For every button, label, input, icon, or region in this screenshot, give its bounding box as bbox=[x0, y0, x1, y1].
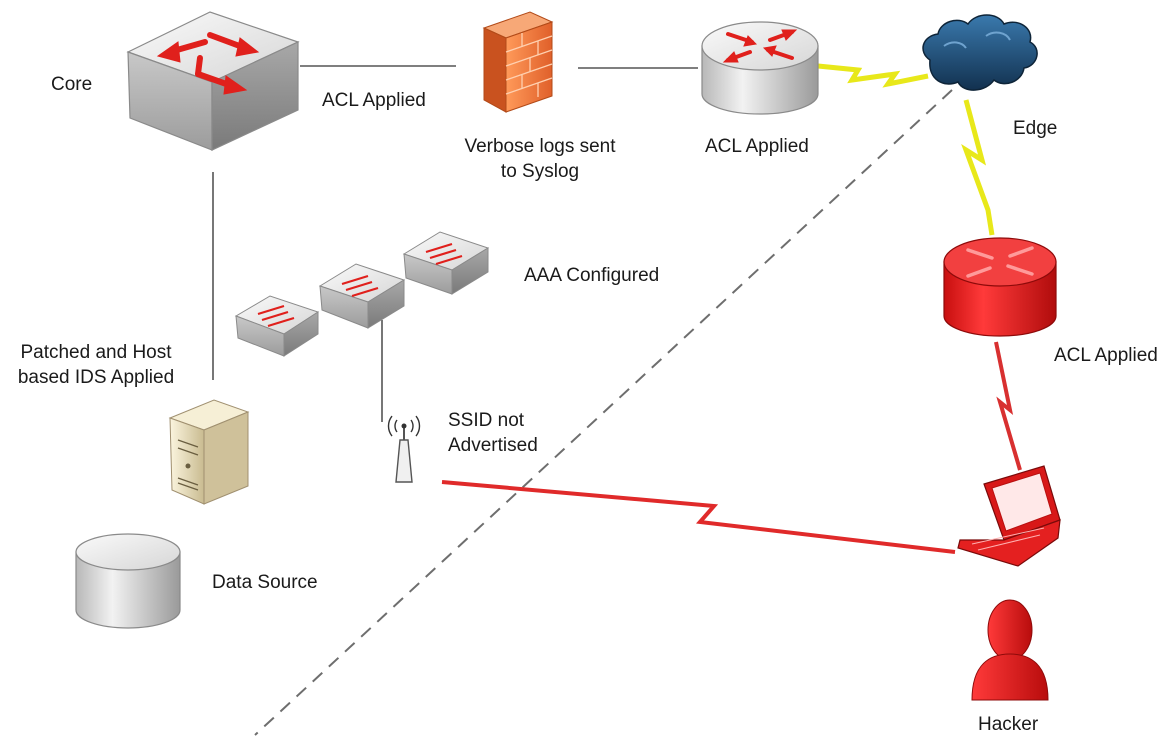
wireless-link-redrouter-laptop bbox=[994, 341, 1022, 471]
core-label: Core bbox=[51, 74, 93, 95]
wireless-link-cloud-redrouter bbox=[961, 99, 995, 236]
wireless-link-ap-laptop bbox=[441, 480, 956, 554]
edge-router-icon bbox=[701, 21, 819, 115]
ssid-label: SSID not Advertised bbox=[448, 408, 538, 458]
acl-core-label: ACL Applied bbox=[322, 90, 426, 111]
core-switch-icon bbox=[126, 11, 300, 151]
patched-ids-line1: Patched and Host bbox=[20, 342, 172, 363]
internet-cloud-icon bbox=[922, 14, 1038, 91]
verbose-logs-label: Verbose logs sent to Syslog bbox=[450, 134, 630, 184]
hacker-router-icon bbox=[943, 237, 1057, 337]
acl-router-label: ACL Applied bbox=[705, 136, 809, 157]
wireless-access-point-icon bbox=[387, 415, 421, 483]
ssid-line1: SSID not bbox=[448, 410, 525, 431]
verbose-logs-line2: to Syslog bbox=[500, 161, 580, 182]
edge-label: Edge bbox=[1013, 118, 1058, 139]
laptop-icon bbox=[957, 465, 1061, 567]
access-switch-icon-3 bbox=[402, 231, 490, 295]
access-switch-icon-1 bbox=[234, 295, 320, 357]
wireless-link-router-cloud bbox=[817, 63, 929, 88]
ssid-line2: Advertised bbox=[448, 435, 538, 456]
hacker-person-icon bbox=[971, 599, 1049, 701]
patched-ids-label: Patched and Host based IDS Applied bbox=[6, 340, 186, 390]
trust-boundary-line bbox=[254, 89, 953, 736]
hacker-label: Hacker bbox=[978, 714, 1039, 735]
firewall-icon bbox=[482, 11, 554, 113]
acl-hacker-router-label: ACL Applied bbox=[1054, 345, 1158, 366]
wired-links bbox=[212, 65, 698, 422]
patched-ids-line2: based IDS Applied bbox=[17, 367, 175, 388]
aaa-label: AAA Configured bbox=[524, 265, 660, 286]
verbose-logs-line1: Verbose logs sent bbox=[464, 136, 616, 157]
database-icon bbox=[75, 533, 181, 629]
data-source-label: Data Source bbox=[212, 572, 318, 593]
access-switch-icon-2 bbox=[318, 263, 406, 329]
server-icon bbox=[168, 399, 250, 505]
